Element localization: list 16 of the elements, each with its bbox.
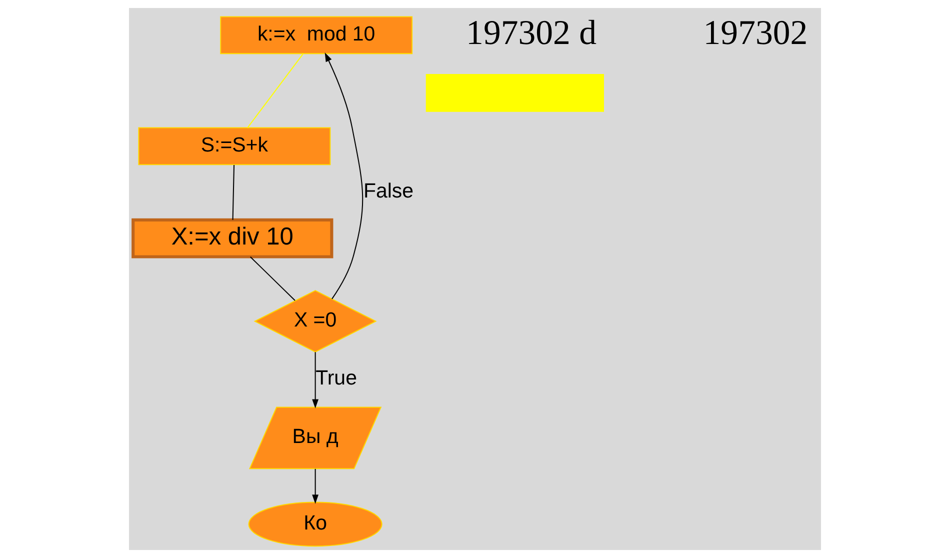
edge-label: True bbox=[315, 366, 356, 390]
arrow bbox=[324, 52, 363, 300]
label: 197302 bbox=[702, 13, 808, 52]
connector bbox=[232, 165, 234, 220]
edge-label: False bbox=[362, 179, 414, 202]
label: 197302 d bbox=[466, 13, 596, 52]
connector bbox=[250, 256, 295, 301]
node-box: X:=x div 10 bbox=[131, 218, 333, 258]
node-box bbox=[425, 74, 604, 112]
node-box: k:=x mod 10 bbox=[220, 16, 412, 54]
arrow bbox=[312, 352, 318, 408]
node-ellipse: Ко bbox=[248, 502, 382, 547]
node-diamond: X =0 bbox=[253, 290, 376, 353]
arrow bbox=[312, 468, 318, 504]
node-box: S:=S+k bbox=[138, 127, 330, 166]
connector bbox=[246, 53, 304, 128]
